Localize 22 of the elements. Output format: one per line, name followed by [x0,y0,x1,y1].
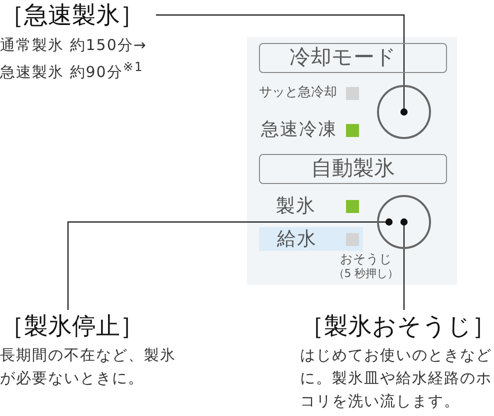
callout-text: 長期間の不在など、製氷が必要ないときに。 [0,345,177,389]
highlight-band [259,227,363,251]
button-caption: （5 秒押し） [332,266,400,281]
section-heading-box: 自動製氷 [259,154,447,184]
round-button [377,85,431,139]
callout-text: 急速製氷 約90分$^{※1}$ [0,58,144,77]
round-button [377,195,431,249]
callout-heading: ［急速製氷］ [0,0,145,30]
button-caption: おそうじ [339,251,393,267]
callout-heading: ［製氷停止］ [0,311,145,342]
callout-text: 通常製氷 約150分→ [0,35,148,56]
mode-label: 給水 [277,227,317,251]
mode-label: 製氷 [276,194,316,218]
leader-line [156,14,408,116]
mode-label: サッと急冷却 [259,84,337,102]
mode-label: 急速冷凍 [261,118,337,142]
callout-heading: ［製氷おそうじ］ [300,311,494,342]
callout-text: はじめてお使いのときなどに。製氷皿や給水経路のホコリを洗い流します。 [300,345,493,412]
section-heading-box: 冷却モード [259,43,447,73]
leader-line [67,218,393,310]
leader-line [400,218,408,310]
control-panel [247,37,457,285]
